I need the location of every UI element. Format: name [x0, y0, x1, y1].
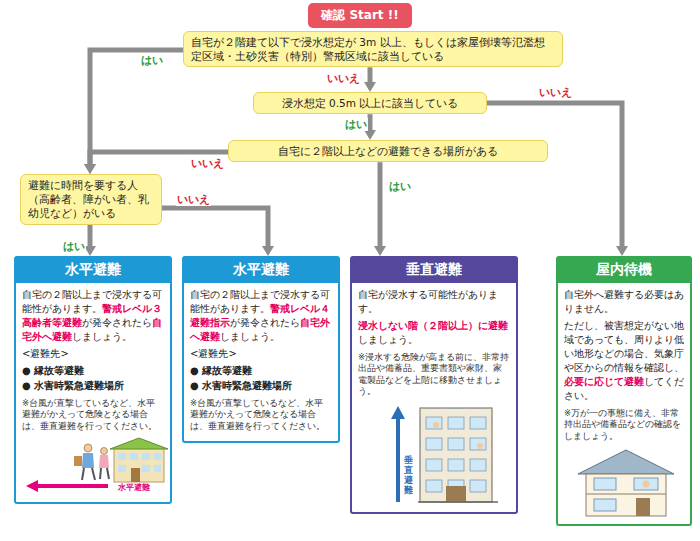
apartment-building-picture — [358, 402, 512, 506]
paragraph: ※浸水する危険が高まる前に、非常持出品や備蓄品、重要書類や家財、家電製品などを上… — [358, 352, 510, 398]
question-text: 自宅が２階建て以下で浸水想定が 3m 以上、もしくは家屋倒壊等氾濫想定区域・土砂… — [191, 36, 545, 62]
flow-arrow — [368, 114, 373, 130]
paragraph: ただし、被害想定がない地域であっても、周りより低い地形などの場合、気象庁や区から… — [564, 319, 684, 403]
answer-label: はい — [344, 118, 368, 131]
body-text: が発令されたら — [230, 317, 300, 328]
body-text: ※台風が直撃しているなど、水平避難がかえって危険となる場合は、垂直避難を行ってく… — [190, 398, 325, 431]
body-text: <避難先> — [190, 348, 237, 359]
body-text: ● 水害時緊急避難場所 — [190, 380, 292, 391]
card-header: 水平避難 — [16, 258, 170, 283]
question-text: 自宅に２階以上などの避難できる場所がある — [278, 145, 498, 157]
decision-box: 浸水想定 0.5m 以上に該当している — [253, 92, 487, 114]
card-body: 自宅の２階以上まで浸水する可能性があります。警戒レベル３ 高齢者等避難が発令され… — [16, 283, 170, 502]
paragraph: 自宅の２階以上まで浸水する可能性があります。警戒レベル４ 避難指示が発令されたら… — [190, 288, 332, 344]
card-header: 水平避難 — [184, 258, 338, 283]
decision-box: 自宅が２階建て以下で浸水想定が 3m 以上、もしくは家屋倒壊等氾濫想定区域・土砂… — [183, 31, 563, 67]
body-text: ただし、被害想定がない地域であっても、周りより低い地形などの場合、気象庁や区から… — [564, 320, 684, 373]
paragraph: ※台風が直撃しているなど、水平避難がかえって危険となる場合は、垂直避難を行ってく… — [190, 398, 332, 432]
result-card: 垂直避難自宅が浸水する可能性があります。浸水しない階（２階以上）に避難しましょう… — [350, 256, 518, 514]
answer-label: はい — [388, 180, 412, 193]
body-text: しましょう。 — [72, 331, 132, 342]
answer-label: いいえ — [176, 193, 211, 206]
question-text: 避難に時間を要する人（高齢者、障がい者、乳幼児など）がいる — [28, 179, 149, 219]
body-text: ● 水害時緊急避難場所 — [22, 380, 124, 391]
paragraph: <避難先> — [190, 347, 332, 361]
card-title: 水平避難 — [233, 261, 289, 277]
paragraph: ● 水害時緊急避難場所 — [190, 379, 332, 393]
highlight-text: 必要に応じて避難 — [564, 376, 644, 387]
flow-arrow — [487, 103, 622, 246]
flow-arrow — [162, 208, 268, 246]
answer-label: いいえ — [326, 72, 361, 85]
card-header: 屋内待機 — [558, 258, 690, 283]
card-body: 自宅の２階以上まで浸水する可能性があります。警戒レベル４ 避難指示が発令されたら… — [184, 283, 338, 441]
answer-label: いいえ — [190, 157, 225, 170]
body-text: ※台風が直撃しているなど、水平避難がかえって危険となる場合は、垂直避難を行ってく… — [22, 398, 157, 431]
vertical-evacuation-illustration: 垂直避難 — [358, 402, 512, 506]
body-text: <避難先> — [22, 348, 69, 359]
body-text: 自宅が浸水する可能性があります。 — [358, 289, 498, 314]
decision-box: 避難に時間を要する人（高齢者、障がい者、乳幼児など）がいる — [20, 174, 162, 225]
result-card: 屋内待機自宅外へ避難する必要はありません。ただし、被害想定がない地域であっても、… — [556, 256, 692, 526]
paragraph: ● 縁故等避難 — [22, 364, 164, 378]
house-illustration — [564, 446, 688, 518]
horizontal-evacuation-illustration: 水平避難 — [22, 436, 168, 496]
question-text: 浸水想定 0.5m 以上に該当している — [282, 97, 459, 109]
arrow-label: 水平避難 — [118, 482, 150, 493]
paragraph: ● 縁故等避難 — [190, 364, 332, 378]
highlight-text: 浸水しない階（２階以上）に避難 — [358, 320, 508, 331]
house-picture — [564, 446, 688, 518]
result-card: 水平避難自宅の２階以上まで浸水する可能性があります。警戒レベル３ 高齢者等避難が… — [14, 256, 172, 504]
arrow-label: 垂直避難 — [404, 456, 413, 496]
paragraph: ● 水害時緊急避難場所 — [22, 379, 164, 393]
paragraph: 自宅の２階以上まで浸水する可能性があります。警戒レベル３ 高齢者等避難が発令され… — [22, 288, 164, 344]
paragraph: ※万が一の事態に備え、非常持出品や備蓄品などの確認をしましょう。 — [564, 408, 684, 442]
card-body: 自宅が浸水する可能性があります。浸水しない階（２階以上）に避難しましょう。※浸水… — [352, 283, 516, 512]
answer-label: はい — [140, 54, 164, 67]
card-header: 垂直避難 — [352, 258, 516, 283]
paragraph: 自宅外へ避難する必要はありません。 — [564, 288, 684, 316]
flow-arrow — [378, 162, 383, 246]
paragraph: ※台風が直撃しているなど、水平避難がかえって危険となる場合は、垂直避難を行ってく… — [22, 398, 164, 432]
body-text: ● 縁故等避難 — [22, 365, 84, 376]
result-card: 水平避難自宅の２階以上まで浸水する可能性があります。警戒レベル４ 避難指示が発令… — [182, 256, 340, 443]
body-text: しましょう。 — [220, 331, 280, 342]
card-title: 垂直避難 — [406, 261, 462, 277]
flow-arrow — [368, 67, 373, 82]
card-title: 屋内待機 — [596, 261, 652, 277]
body-text: しましょう。 — [358, 334, 418, 345]
start-label: 確認 Start !! — [321, 8, 398, 22]
body-text: が発令されたら — [82, 317, 152, 328]
start-box: 確認 Start !! — [308, 3, 412, 28]
answer-label: はい — [62, 240, 86, 253]
card-body: 自宅外へ避難する必要はありません。ただし、被害想定がない地域であっても、周りより… — [558, 283, 690, 524]
paragraph: 浸水しない階（２階以上）に避難しましょう。 — [358, 319, 510, 347]
body-text: ● 縁故等避難 — [190, 365, 252, 376]
card-title: 水平避難 — [65, 261, 121, 277]
body-text: ※万が一の事態に備え、非常持出品や備蓄品などの確認をしましょう。 — [564, 408, 681, 441]
decision-box: 自宅に２階以上などの避難できる場所がある — [228, 140, 548, 162]
paragraph: 自宅が浸水する可能性があります。 — [358, 288, 510, 316]
flow-arrow — [88, 225, 93, 247]
body-text: ※浸水する危険が高まる前に、非常持出品や備蓄品、重要書類や家財、家電製品などを上… — [358, 352, 509, 396]
answer-label: いいえ — [538, 86, 573, 99]
paragraph: <避難先> — [22, 347, 164, 361]
flow-arrow — [90, 50, 183, 164]
body-text: 自宅外へ避難する必要はありません。 — [564, 289, 684, 314]
